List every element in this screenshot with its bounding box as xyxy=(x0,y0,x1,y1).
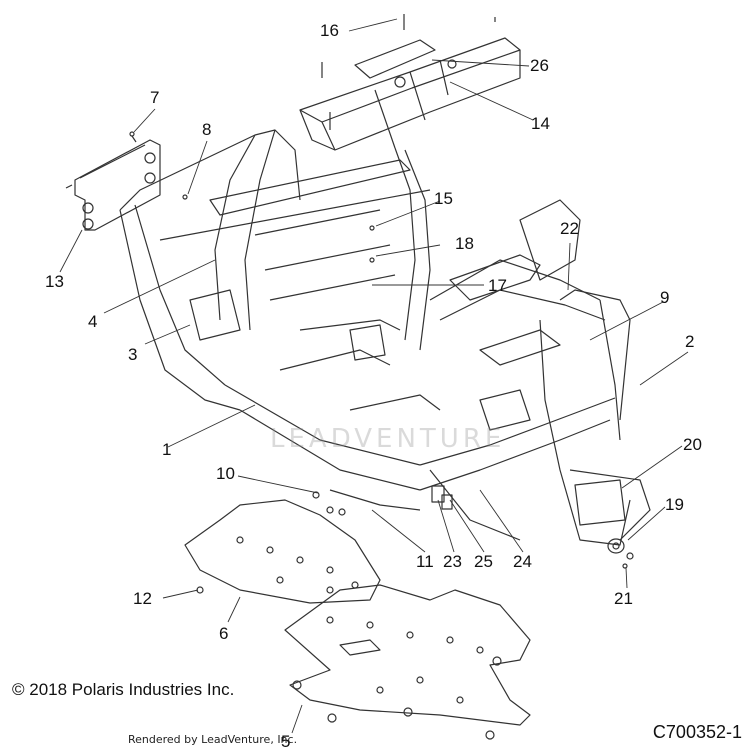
callout-24: 24 xyxy=(513,552,532,571)
engine-mount xyxy=(607,538,634,569)
fasteners xyxy=(129,131,453,594)
callout-17: 17 xyxy=(488,276,507,295)
callout-19: 19 xyxy=(665,495,684,514)
leader-lines xyxy=(59,18,689,734)
callout-10: 10 xyxy=(216,464,235,483)
callout-25: 25 xyxy=(474,552,493,571)
callout-4: 4 xyxy=(88,312,98,331)
callout-9: 9 xyxy=(660,288,670,307)
copyright-notice: © 2018 Polaris Industries Inc. xyxy=(12,680,235,699)
main-chassis-frame xyxy=(119,129,651,546)
rear-rack-frame xyxy=(299,14,521,151)
callout-7: 7 xyxy=(150,88,160,107)
callout-22: 22 xyxy=(560,219,579,238)
callout-18: 18 xyxy=(455,234,474,253)
callout-26: 26 xyxy=(530,56,549,75)
callout-14: 14 xyxy=(531,114,550,133)
callout-23: 23 xyxy=(443,552,462,571)
callout-3: 3 xyxy=(128,345,138,364)
rendered-by-credit: Rendered by LeadVenture, Inc. xyxy=(128,733,298,746)
callout-13: 13 xyxy=(45,272,64,291)
callout-20: 20 xyxy=(683,435,702,454)
callout-6: 6 xyxy=(219,624,229,643)
callout-21: 21 xyxy=(614,589,633,608)
callout-8: 8 xyxy=(202,120,212,139)
callout-16: 16 xyxy=(320,21,339,40)
watermark: LEADVENTURE xyxy=(270,424,506,454)
callout-12: 12 xyxy=(133,589,152,608)
callout-11: 11 xyxy=(416,552,434,571)
main-skid-plate xyxy=(284,584,531,740)
drawing-id: C700352-1 xyxy=(652,722,742,742)
callout-1: 1 xyxy=(162,440,172,459)
callout-5: 5 xyxy=(281,732,291,751)
callout-15: 15 xyxy=(434,189,453,208)
front-skid-plate xyxy=(184,499,381,604)
bracket-plate xyxy=(65,135,161,231)
callout-2: 2 xyxy=(685,332,695,351)
